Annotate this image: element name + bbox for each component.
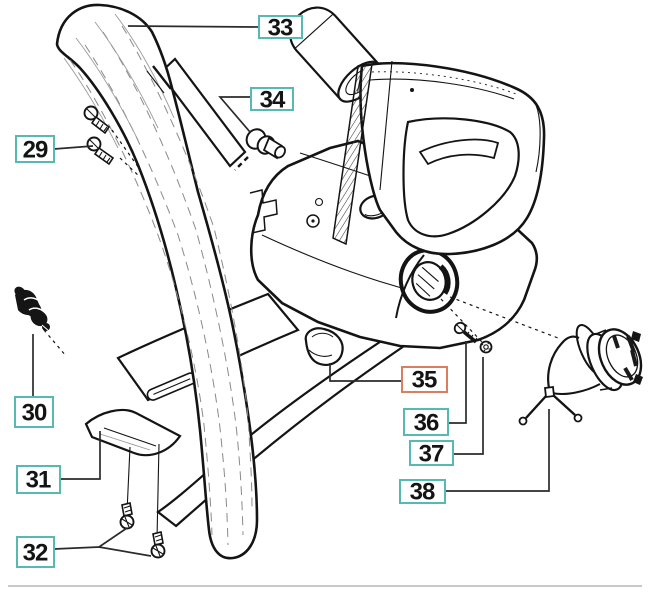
bottom-clamp-plate-drawing — [84, 408, 182, 540]
callout-29-number: 29 — [23, 137, 48, 164]
callout-30-number: 30 — [22, 400, 47, 427]
callout-36-number: 36 — [414, 410, 439, 437]
fuel-cap-38-drawing — [518, 324, 643, 426]
grip-hatched-pad — [332, 63, 373, 246]
assembly-dashed-lines — [43, 129, 559, 357]
callout-35-number: 35 — [412, 367, 437, 394]
tank-housing-drawing — [249, 139, 539, 350]
leader-lines — [32, 25, 550, 557]
callout-31-number: 31 — [26, 467, 51, 494]
callout-35[interactable]: 35 — [401, 366, 448, 394]
callout-34[interactable]: 34 — [250, 87, 294, 114]
vibration-damper-30-drawing — [14, 286, 50, 332]
callout-37[interactable]: 37 — [409, 440, 454, 468]
rear-grip-drawing — [332, 60, 546, 256]
callout-36[interactable]: 36 — [403, 408, 449, 437]
callout-38-number: 38 — [410, 479, 435, 506]
callout-37-number: 37 — [419, 441, 444, 468]
callout-29[interactable]: 29 — [15, 135, 55, 164]
callouts: 29 30 31 32 33 34 35 36 — [14, 15, 454, 568]
front-handlebar-drawing — [55, 3, 259, 560]
screws-29-drawing — [83, 105, 115, 166]
callout-33-number: 33 — [268, 15, 293, 42]
callout-32-number: 32 — [23, 540, 48, 567]
callout-34-number: 34 — [260, 87, 286, 114]
bumper-35-drawing — [304, 327, 344, 366]
handle-socket-opening — [398, 248, 460, 314]
callout-33[interactable]: 33 — [258, 15, 303, 42]
callout-32[interactable]: 32 — [16, 536, 55, 568]
screw-36-drawing — [453, 321, 478, 344]
washer-37-drawing — [479, 340, 493, 354]
callout-31[interactable]: 31 — [16, 465, 61, 494]
bushing-34-drawing — [245, 128, 286, 160]
screws-32-drawing — [119, 502, 166, 559]
callout-38[interactable]: 38 — [399, 479, 446, 506]
callout-30[interactable]: 30 — [14, 396, 54, 428]
handlebar-end-tube-drawing — [158, 57, 247, 168]
